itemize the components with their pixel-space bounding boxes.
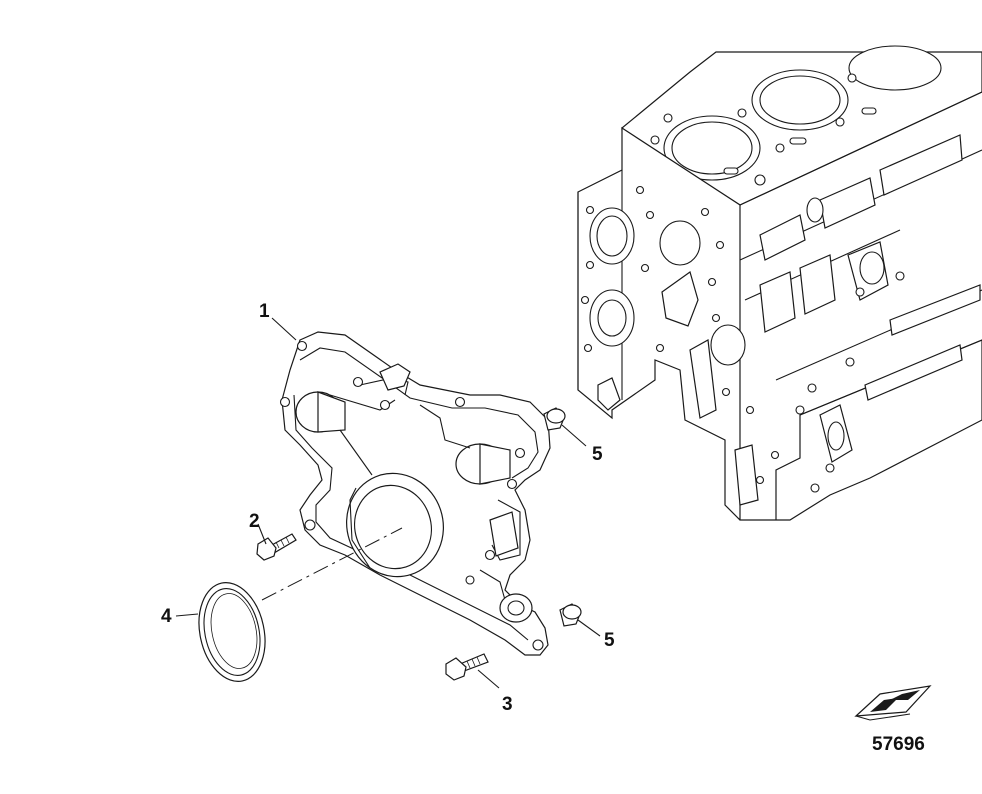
plug-item-5-lower — [559, 603, 582, 627]
callout-3: 3 — [502, 694, 513, 715]
callout-5-lower: 5 — [604, 630, 615, 651]
alignment-centerline — [261, 527, 403, 601]
bolt-item-3 — [445, 653, 489, 681]
figure-number: 57696 — [872, 734, 925, 755]
callout-4: 4 — [161, 606, 172, 627]
callout-5-upper: 5 — [592, 444, 603, 465]
front-cover — [279, 331, 551, 656]
bolt-item-2 — [256, 533, 297, 561]
engine-orientation-icon — [854, 685, 932, 721]
engine-block — [577, 45, 982, 521]
plug-item-5-upper — [543, 407, 566, 431]
leader-lines — [175, 317, 601, 689]
callout-2: 2 — [249, 511, 260, 532]
callout-1: 1 — [259, 301, 270, 322]
oil-seal-item-4 — [198, 582, 266, 682]
